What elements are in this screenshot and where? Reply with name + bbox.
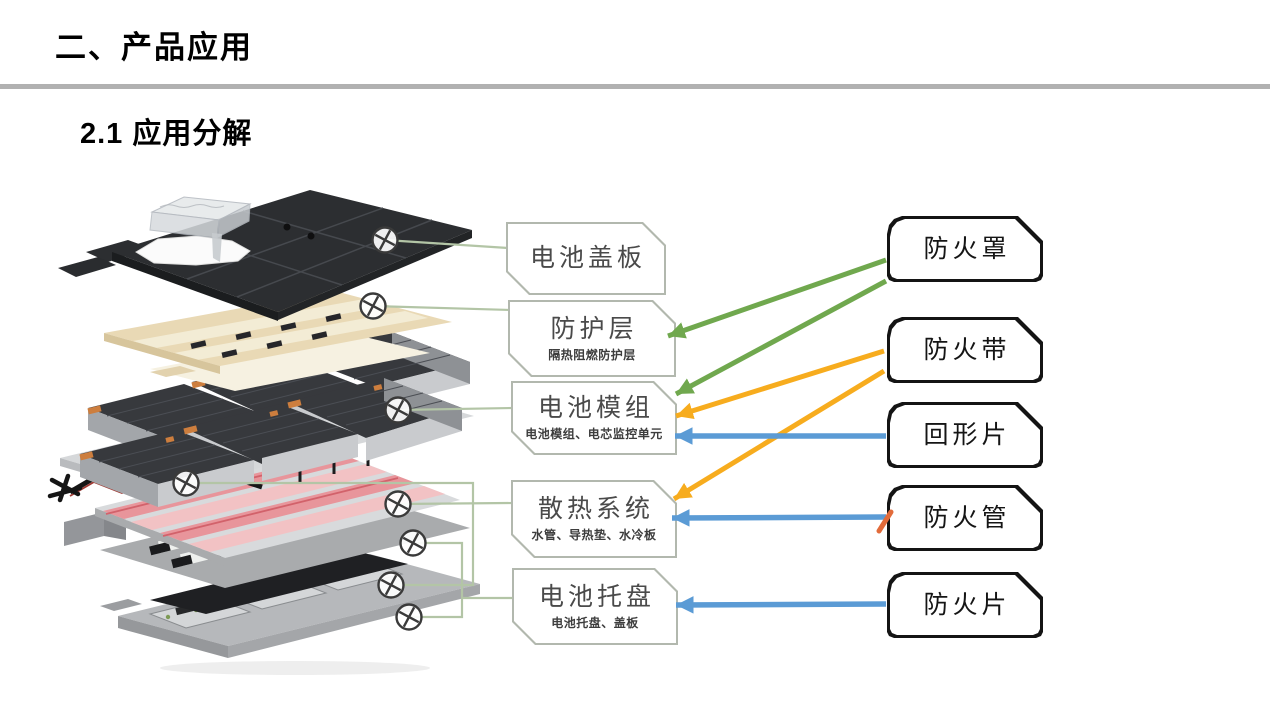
product-box-clip-piece: 回形片	[887, 402, 1043, 468]
layer-modules	[60, 332, 474, 507]
plus-markers	[172, 226, 427, 631]
busbar-accents	[79, 353, 383, 461]
component-sublabel: 电池托盘、盖板	[551, 615, 639, 630]
title-divider	[0, 84, 1270, 89]
connector-lines	[186, 238, 514, 619]
layer-frame	[64, 490, 470, 588]
plus-marker	[395, 603, 423, 631]
plus-marker	[399, 529, 427, 557]
component-label: 防护层	[550, 315, 638, 343]
product-label: 防火片	[923, 591, 1011, 619]
component-sublabel: 电池模组、电芯监控单元	[525, 427, 663, 441]
component-box-battery-cover-plate: 电池盖板	[506, 222, 666, 295]
component-label: 电池盖板	[529, 245, 646, 272]
plus-marker	[377, 571, 405, 599]
product-box-fire-tube: 防火管	[887, 485, 1043, 551]
plus-marker	[359, 292, 387, 320]
arrow-green-firecover-to-module	[674, 278, 888, 397]
wire-harness	[68, 473, 263, 495]
component-label: 散热系统	[537, 496, 654, 523]
ground-shadow	[160, 661, 430, 675]
product-box-fire-cover: 防火罩	[887, 216, 1043, 282]
translucent-cover	[149, 196, 252, 262]
plus-marker	[371, 226, 399, 254]
plus-marker	[172, 469, 200, 497]
page-title: 二、产品应用	[55, 30, 253, 65]
product-label: 防火管	[923, 504, 1011, 532]
component-sublabel: 水管、导热垫、水冷板	[531, 528, 657, 542]
component-label: 电池托盘	[538, 583, 655, 611]
arrow-green-firecover-to-protective	[667, 257, 887, 339]
section-subtitle: 2.1 应用分解	[80, 118, 253, 150]
arrow-yellow-firebelt-to-cooling	[672, 368, 886, 502]
component-sublabel: 隔热阻燃防护层	[548, 347, 636, 362]
component-box-protective-layer: 防护层 隔热阻燃防护层	[508, 300, 676, 377]
layer-protective	[104, 291, 452, 391]
harness-connector	[47, 473, 83, 503]
arrow-blue-firetube-to-cooling	[671, 509, 887, 527]
product-box-fire-sheet: 防火片	[887, 572, 1043, 638]
arrow-yellow-firebelt-to-module	[675, 348, 885, 420]
layer-cooling	[47, 450, 460, 566]
arrow-blue-firesheet-to-tray	[675, 596, 887, 614]
layer-dark-plate	[150, 550, 408, 614]
component-box-cooling-system: 散热系统 水管、导热垫、水冷板	[511, 480, 677, 558]
component-box-battery-tray: 电池托盘 电池托盘、盖板	[512, 568, 678, 645]
product-label: 防火罩	[923, 235, 1011, 263]
component-label: 电池模组	[537, 395, 654, 422]
component-box-battery-module: 电池模组 电池模组、电芯监控单元	[511, 381, 677, 455]
layer-tray	[100, 554, 480, 658]
plus-marker	[384, 396, 412, 424]
product-label: 防火带	[923, 336, 1011, 364]
plus-marker	[384, 490, 412, 518]
layer-battery-cover	[58, 190, 472, 321]
product-box-fire-belt: 防火带	[887, 317, 1043, 383]
product-label: 回形片	[923, 421, 1011, 449]
white-pad	[135, 235, 251, 266]
